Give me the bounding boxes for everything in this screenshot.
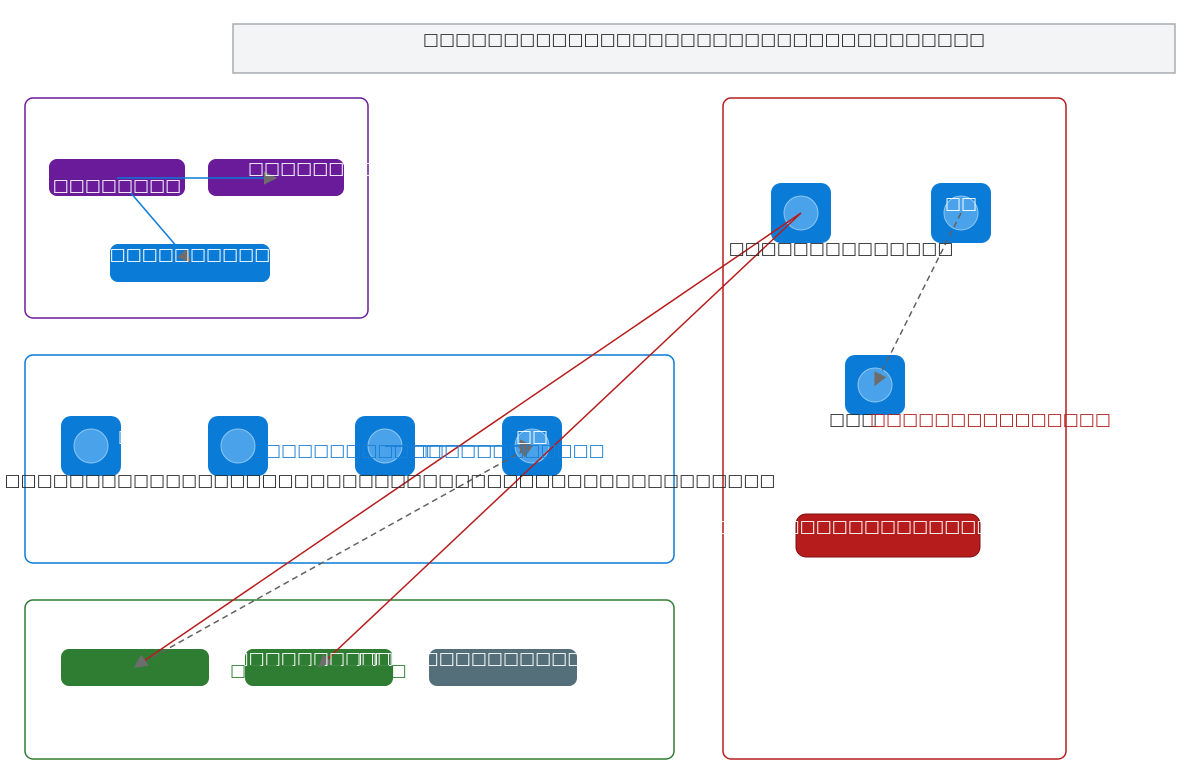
green-node-2-label: □□□□□□□□□□□□ xyxy=(233,649,426,669)
group-red xyxy=(722,97,1067,760)
red-icon-3-caption-dark: □□□ xyxy=(829,410,877,430)
purple-node-1-label: □□□□□□□□ xyxy=(53,176,182,196)
green-node-3-label: □□□□□□□□□□□□□□□□□□ xyxy=(358,649,647,669)
blue-icon-3-label: □□□□□□□□□□□□ xyxy=(412,441,605,461)
red-icon-2[interactable] xyxy=(931,183,991,243)
edge-green-1-blue-4 xyxy=(134,445,534,668)
blue-caption-row: □□□□□□□□□□□□□□□□□□□□□□□□□□□□□□□□□□□□□□□□… xyxy=(5,471,776,491)
green-edge-label: □□□□□□□□□□□ xyxy=(230,661,407,681)
red-alert-node[interactable] xyxy=(795,513,981,558)
green-node-3[interactable] xyxy=(429,649,577,686)
diagram-title: □□□□□□□□□□□□□□□□□□□□□□□□□□□□□□□□□□□ xyxy=(423,30,985,50)
blue-icon-1-label: □ xyxy=(118,427,134,447)
purple-node-2-label: □□□□□□□□□□□ xyxy=(248,159,425,179)
blue-icon-2-label: □□□□□□□□□□□ xyxy=(265,441,442,461)
blue-icon-2[interactable] xyxy=(208,416,268,476)
blue-icon-1[interactable] xyxy=(61,416,121,476)
group-green xyxy=(24,599,675,760)
green-node-1[interactable] xyxy=(61,649,209,686)
group-blue xyxy=(24,354,675,564)
edge-purple-1-3 xyxy=(129,191,191,264)
red-alert-node-label: □□□□□□□□□□□□□□□□□□□□□ xyxy=(719,517,1056,537)
purple-node-3-label: □□□□□□□□□□□□□□□□ xyxy=(62,245,319,265)
red-icon-2-label: □□ xyxy=(945,194,977,214)
blue-icon-4-label: □□ xyxy=(516,427,548,447)
edge-red-2-3 xyxy=(874,212,962,387)
group-purple xyxy=(24,97,369,319)
title-box xyxy=(232,23,1176,74)
edge-red-1-green-1 xyxy=(133,212,802,668)
red-icon-1-caption: □□□□□□□□□□□□□□ xyxy=(729,239,954,259)
red-icon-3-caption-red: □□□□□□□□□□□□□□□ xyxy=(870,410,1111,430)
edge-red-1-green-2 xyxy=(318,212,802,668)
